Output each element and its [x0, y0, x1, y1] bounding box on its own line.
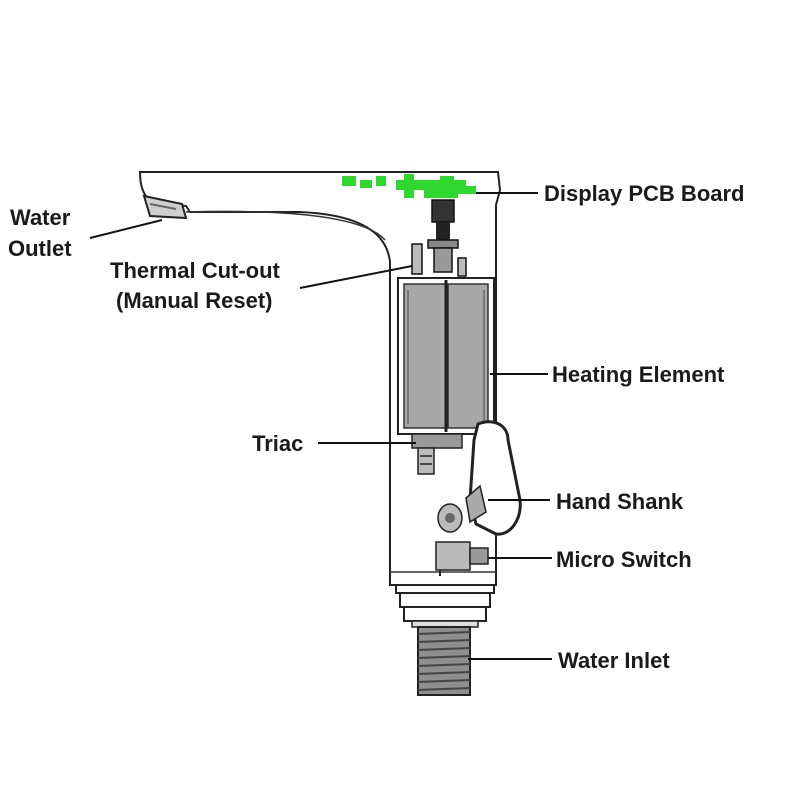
- label-thermal-cutout-line1: Thermal Cut-out: [110, 258, 281, 283]
- display-pcb-board: [342, 174, 476, 198]
- label-water-outlet-line1: Water: [10, 205, 71, 230]
- label-thermal-cutout-line2: (Manual Reset): [116, 288, 272, 313]
- label-heating-element: Heating Element: [552, 362, 725, 387]
- label-micro-switch: Micro Switch: [556, 547, 692, 572]
- leader-lines: [89, 192, 552, 660]
- base-and-inlet: [395, 584, 495, 696]
- leader-thermal: [299, 265, 413, 289]
- label-hand-shank: Hand Shank: [556, 489, 684, 514]
- label-triac: Triac: [252, 431, 303, 456]
- triac: [411, 433, 463, 475]
- label-water-inlet: Water Inlet: [558, 648, 670, 673]
- label-water-outlet-line2: Outlet: [8, 236, 72, 261]
- thermal-cutout: [411, 199, 467, 277]
- water-outlet-nozzle: [142, 194, 188, 220]
- leader-water-outlet: [89, 219, 163, 239]
- heating-element: [397, 277, 495, 435]
- faucet-body: [138, 171, 502, 586]
- micro-switch: [435, 541, 489, 576]
- label-display-pcb-board: Display PCB Board: [544, 181, 745, 206]
- hand-shank: [437, 420, 522, 536]
